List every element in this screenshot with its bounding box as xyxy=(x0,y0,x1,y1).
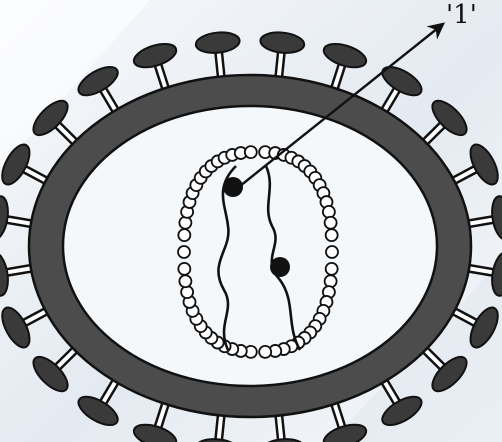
pointer-label: '1' xyxy=(446,2,477,28)
genome-marker-upper xyxy=(223,177,243,197)
capsid-bead xyxy=(326,246,338,258)
capsid-bead xyxy=(178,263,190,275)
capsid-bead xyxy=(259,346,271,358)
capsid-bead xyxy=(245,146,257,158)
genome-marker-lower xyxy=(270,257,290,277)
capsid-bead xyxy=(326,263,338,275)
capsid-bead xyxy=(179,275,191,287)
capsid-bead xyxy=(178,246,190,258)
capsid-bead xyxy=(323,206,335,218)
spike-stem xyxy=(279,414,282,442)
spike-stem xyxy=(219,414,222,442)
spike-stem xyxy=(219,51,222,79)
capsid-bead xyxy=(325,217,337,229)
spike-stem xyxy=(279,51,282,79)
capsid-bead xyxy=(326,229,338,241)
capsid-bead xyxy=(181,286,193,298)
capsid-bead xyxy=(179,217,191,229)
capsid-bead xyxy=(325,275,337,287)
capsid-bead xyxy=(178,229,190,241)
